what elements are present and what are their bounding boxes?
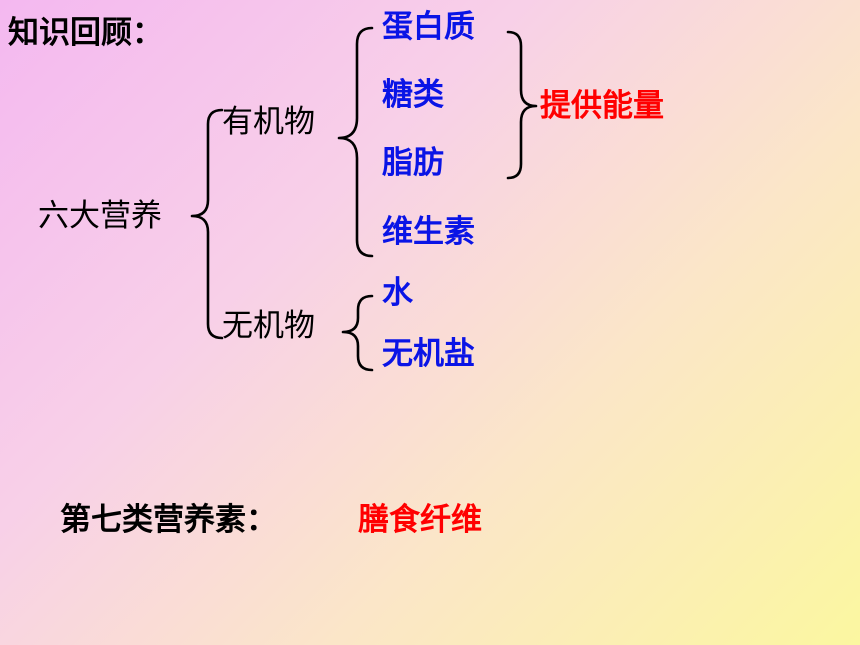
root-label: 六大营养 bbox=[38, 198, 162, 234]
brace-energy bbox=[506, 30, 538, 180]
brace-organic bbox=[337, 26, 374, 258]
organic-item-fat: 脂肪 bbox=[382, 145, 444, 181]
seventh-nutrient-label: 第七类营养素： bbox=[60, 502, 277, 538]
slide-title: 知识回顾： bbox=[8, 15, 163, 51]
organic-item-carbohydrate: 糖类 bbox=[382, 77, 444, 113]
organic-label: 有机物 bbox=[222, 104, 315, 140]
organic-item-protein: 蛋白质 bbox=[382, 9, 475, 45]
energy-note: 提供能量 bbox=[540, 88, 664, 124]
inorganic-label: 无机物 bbox=[222, 308, 315, 344]
seventh-nutrient-value: 膳食纤维 bbox=[358, 502, 482, 538]
inorganic-item-water: 水 bbox=[382, 275, 413, 311]
organic-item-vitamin: 维生素 bbox=[382, 214, 475, 250]
inorganic-item-mineral-salt: 无机盐 bbox=[382, 336, 475, 372]
brace-inorganic bbox=[341, 294, 374, 372]
brace-root bbox=[190, 108, 224, 340]
